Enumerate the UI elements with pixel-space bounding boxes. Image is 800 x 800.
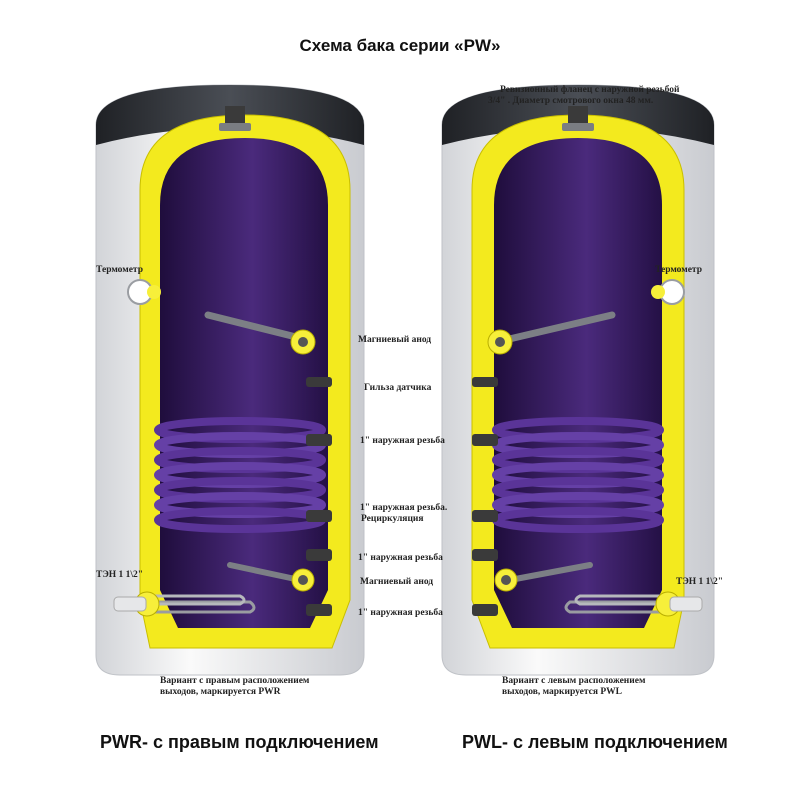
right-tank xyxy=(441,84,715,676)
right-fitting-2 xyxy=(472,549,498,561)
right-thermometer-label: Термометр xyxy=(655,265,702,275)
left-fitting-2 xyxy=(306,549,332,561)
left-note-line2: выходов, маркируется PWR xyxy=(160,687,281,697)
right-fitting-3 xyxy=(472,604,498,616)
right-heater-element xyxy=(564,591,703,617)
thread-3-label: 1" наружная резьба xyxy=(358,607,443,618)
left-fitting-1 xyxy=(306,434,332,446)
right-caption: PWL- с левым подключением xyxy=(462,732,728,752)
left-heater-label: ТЭН 1 1\2" xyxy=(96,570,143,580)
flange-label-line2: 3/4" . Диаметр смотрового окна 48 мм. xyxy=(488,96,653,106)
right-tank-inner xyxy=(494,138,662,628)
left-note-line1: Вариант с правым расположением xyxy=(160,676,310,686)
sensor-sleeve-label: Гильза датчика xyxy=(364,383,432,393)
left-top-flange xyxy=(225,106,245,128)
right-sensor-sleeve xyxy=(472,377,498,387)
left-caption: PWR- с правым подключением xyxy=(100,732,379,752)
left-heater-element xyxy=(113,591,256,617)
right-heater-label: ТЭН 1 1\2" xyxy=(676,577,723,587)
thread-recirc-label-line2: Рециркуляция xyxy=(361,514,424,524)
thread-2-label: 1" наружная резьба xyxy=(358,552,443,563)
left-tank xyxy=(95,84,365,676)
right-fitting-recirc xyxy=(472,510,498,522)
right-note-line2: выходов, маркируется PWL xyxy=(502,687,622,697)
left-thermometer-label: Термометр xyxy=(96,265,143,275)
thread-recirc-label-line1: 1" наружная резьба. xyxy=(360,502,447,513)
magnesium-anode-top-label: Магниевый анод xyxy=(358,334,431,345)
left-sensor-sleeve xyxy=(306,377,332,387)
left-fitting-3 xyxy=(306,604,332,616)
right-fitting-1 xyxy=(472,434,498,446)
magnesium-anode-bottom-label: Магниевый анод xyxy=(360,576,433,587)
left-fitting-recirc xyxy=(306,510,332,522)
left-tank-inner xyxy=(160,138,328,628)
flange-label-line1: Ревизионный фланец с наружной резьбой xyxy=(500,84,680,95)
left-heat-coil xyxy=(154,417,326,533)
right-note-line1: Вариант с левым расположением xyxy=(502,676,646,686)
thread-1-label: 1" наружная резьба xyxy=(360,435,445,446)
page-title: Схема бака серии «PW» xyxy=(299,36,501,55)
right-top-flange xyxy=(568,106,588,128)
